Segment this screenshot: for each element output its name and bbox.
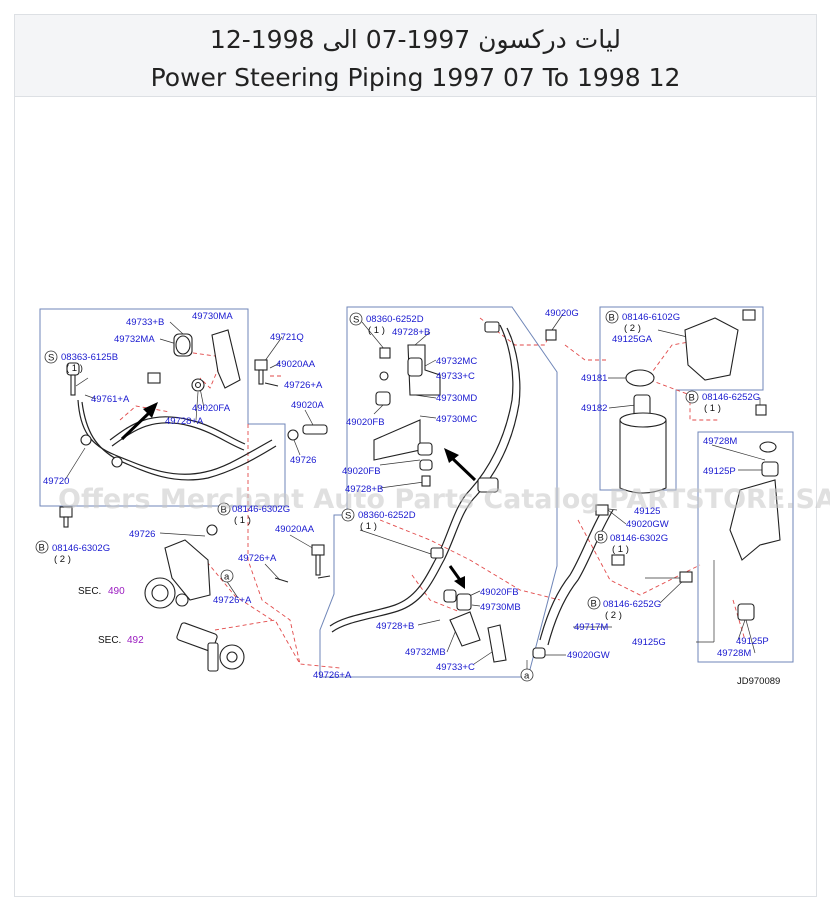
callout-49181[interactable]: 49181 xyxy=(581,373,607,384)
callout-49721Q[interactable]: 49721Q xyxy=(270,332,304,343)
callout-49726A-3[interactable]: 49726+A xyxy=(213,595,252,606)
qty-2b: ( 2 ) xyxy=(624,323,641,334)
qty-1d: ( 1 ) xyxy=(360,521,377,532)
marker-s-1: S xyxy=(48,353,54,364)
qty-2a: ( 2 ) xyxy=(54,554,71,565)
direction-arrows xyxy=(120,402,477,589)
marker-s-2: S xyxy=(353,315,359,326)
sec-ref-490[interactable]: 490 xyxy=(108,586,125,597)
callout-08146-6302G-a[interactable]: 08146-6302G xyxy=(232,504,290,515)
callout-49125G[interactable]: 49125G xyxy=(632,637,666,648)
callout-49125P-1[interactable]: 49125P xyxy=(703,466,736,477)
callout-49728M-1[interactable]: 49728M xyxy=(703,436,737,447)
callout-49720[interactable]: 49720 xyxy=(43,476,69,487)
marker-b-3: B xyxy=(609,313,615,324)
bolt-markers: S B B S S B B B B a a xyxy=(35,310,699,682)
part-shapes xyxy=(59,309,781,672)
qty-2c: ( 2 ) xyxy=(605,610,622,621)
marker-b-2: B xyxy=(39,543,45,554)
callout-49020GW-2[interactable]: 49020GW xyxy=(567,650,610,661)
callout-08360-6252D-b[interactable]: 08360-6252D xyxy=(358,510,416,521)
callout-08146-6252G-b[interactable]: 08146-6252G xyxy=(603,599,661,610)
center-group-box xyxy=(319,306,558,678)
callout-49726A-1[interactable]: 49726+A xyxy=(284,380,323,391)
callout-08146-6102G[interactable]: 08146-6102G xyxy=(622,312,680,323)
callout-49020AA-2[interactable]: 49020AA xyxy=(275,524,315,535)
callout-08363-6125B[interactable]: 08363-6125B xyxy=(61,352,118,363)
callout-49728B-1[interactable]: 49728+B xyxy=(392,327,430,338)
callout-49730MD[interactable]: 49730MD xyxy=(436,393,477,404)
callout-49020FB-1[interactable]: 49020FB xyxy=(346,417,385,428)
callout-49728A[interactable]: 49728+A xyxy=(165,416,204,427)
bracket-group-box xyxy=(697,431,794,663)
part-callouts: 49733+B 49730MA 49732MA 08363-6125B ( 1 … xyxy=(43,308,780,687)
callout-49732MB[interactable]: 49732MB xyxy=(405,647,446,658)
marker-b-5: B xyxy=(598,533,604,544)
title-english: Power Steering Piping 1997 07 To 1998 12 xyxy=(150,63,681,92)
callout-49733C-2[interactable]: 49733+C xyxy=(436,662,475,673)
ref-a-1: a xyxy=(224,572,230,583)
callout-49125GA[interactable]: 49125GA xyxy=(612,334,653,345)
marker-s-3: S xyxy=(345,511,351,522)
callout-49726A-2[interactable]: 49726+A xyxy=(238,553,277,564)
sec-ref-492[interactable]: 492 xyxy=(127,635,144,646)
callout-49020GW-1[interactable]: 49020GW xyxy=(626,519,669,530)
callout-08146-6302G-b[interactable]: 08146-6302G xyxy=(52,543,110,554)
sec-label-1: SEC. xyxy=(78,586,101,597)
callout-49732MA[interactable]: 49732MA xyxy=(114,334,155,345)
callout-49020FB-3[interactable]: 49020FB xyxy=(480,587,519,598)
callout-49020AA-1[interactable]: 49020AA xyxy=(276,359,316,370)
qty-1b: ( 1 ) xyxy=(234,515,251,526)
title-arabic: ليات دركسون 1997-07 الى 1998-12 xyxy=(209,25,622,54)
sec-label-2: SEC. xyxy=(98,635,121,646)
reservoir-group-box xyxy=(599,306,764,491)
reference-lines xyxy=(119,317,746,669)
callout-49726A-4[interactable]: 49726+A xyxy=(313,670,352,681)
marker-b-4: B xyxy=(689,393,695,404)
callout-49020A[interactable]: 49020A xyxy=(291,400,324,411)
left-group-box xyxy=(39,308,286,507)
marker-b-1: B xyxy=(221,505,227,516)
callout-49733C-1[interactable]: 49733+C xyxy=(436,371,475,382)
callout-49182[interactable]: 49182 xyxy=(581,403,607,414)
callout-49733B[interactable]: 49733+B xyxy=(126,317,164,328)
callout-49020FB-2[interactable]: 49020FB xyxy=(342,466,381,477)
callout-49730MB[interactable]: 49730MB xyxy=(480,602,521,613)
callout-49125P-2[interactable]: 49125P xyxy=(736,636,769,647)
leader-lines xyxy=(64,313,768,675)
callout-49726-2[interactable]: 49726 xyxy=(129,529,155,540)
callout-49730MC[interactable]: 49730MC xyxy=(436,414,477,425)
callout-49125[interactable]: 49125 xyxy=(634,506,660,517)
callout-49020FA[interactable]: 49020FA xyxy=(192,403,231,414)
qty-1f: ( 1 ) xyxy=(612,544,629,555)
ref-a-2: a xyxy=(524,671,530,682)
callout-49020G[interactable]: 49020G xyxy=(545,308,579,319)
marker-b-6: B xyxy=(591,599,597,610)
qty-1a: ( 1 ) xyxy=(66,363,83,374)
qty-1e: ( 1 ) xyxy=(704,403,721,414)
callout-49730MA[interactable]: 49730MA xyxy=(192,311,233,322)
callout-08146-6302G-c[interactable]: 08146-6302G xyxy=(610,533,668,544)
callout-49761A[interactable]: 49761+A xyxy=(91,394,130,405)
diagram-code: JD970089 xyxy=(737,676,780,687)
page-header: ليات دركسون 1997-07 الى 1998-12 Power St… xyxy=(15,15,816,97)
callout-49728B-2[interactable]: 49728+B xyxy=(345,484,383,495)
catalog-frame: ليات دركسون 1997-07 الى 1998-12 Power St… xyxy=(14,14,817,897)
callout-49717M[interactable]: 49717M xyxy=(574,622,608,633)
callout-08360-6252D-a[interactable]: 08360-6252D xyxy=(366,314,424,325)
callout-49728B-3[interactable]: 49728+B xyxy=(376,621,414,632)
callout-49726-1[interactable]: 49726 xyxy=(290,455,316,466)
callout-08146-6252G-a[interactable]: 08146-6252G xyxy=(702,392,760,403)
callout-49728M-2[interactable]: 49728M xyxy=(717,648,751,659)
callout-49732MC[interactable]: 49732MC xyxy=(436,356,477,367)
qty-1c: ( 1 ) xyxy=(368,325,385,336)
watermark: Offers Merchant Auto Parts Catalog PARTS… xyxy=(58,484,830,515)
